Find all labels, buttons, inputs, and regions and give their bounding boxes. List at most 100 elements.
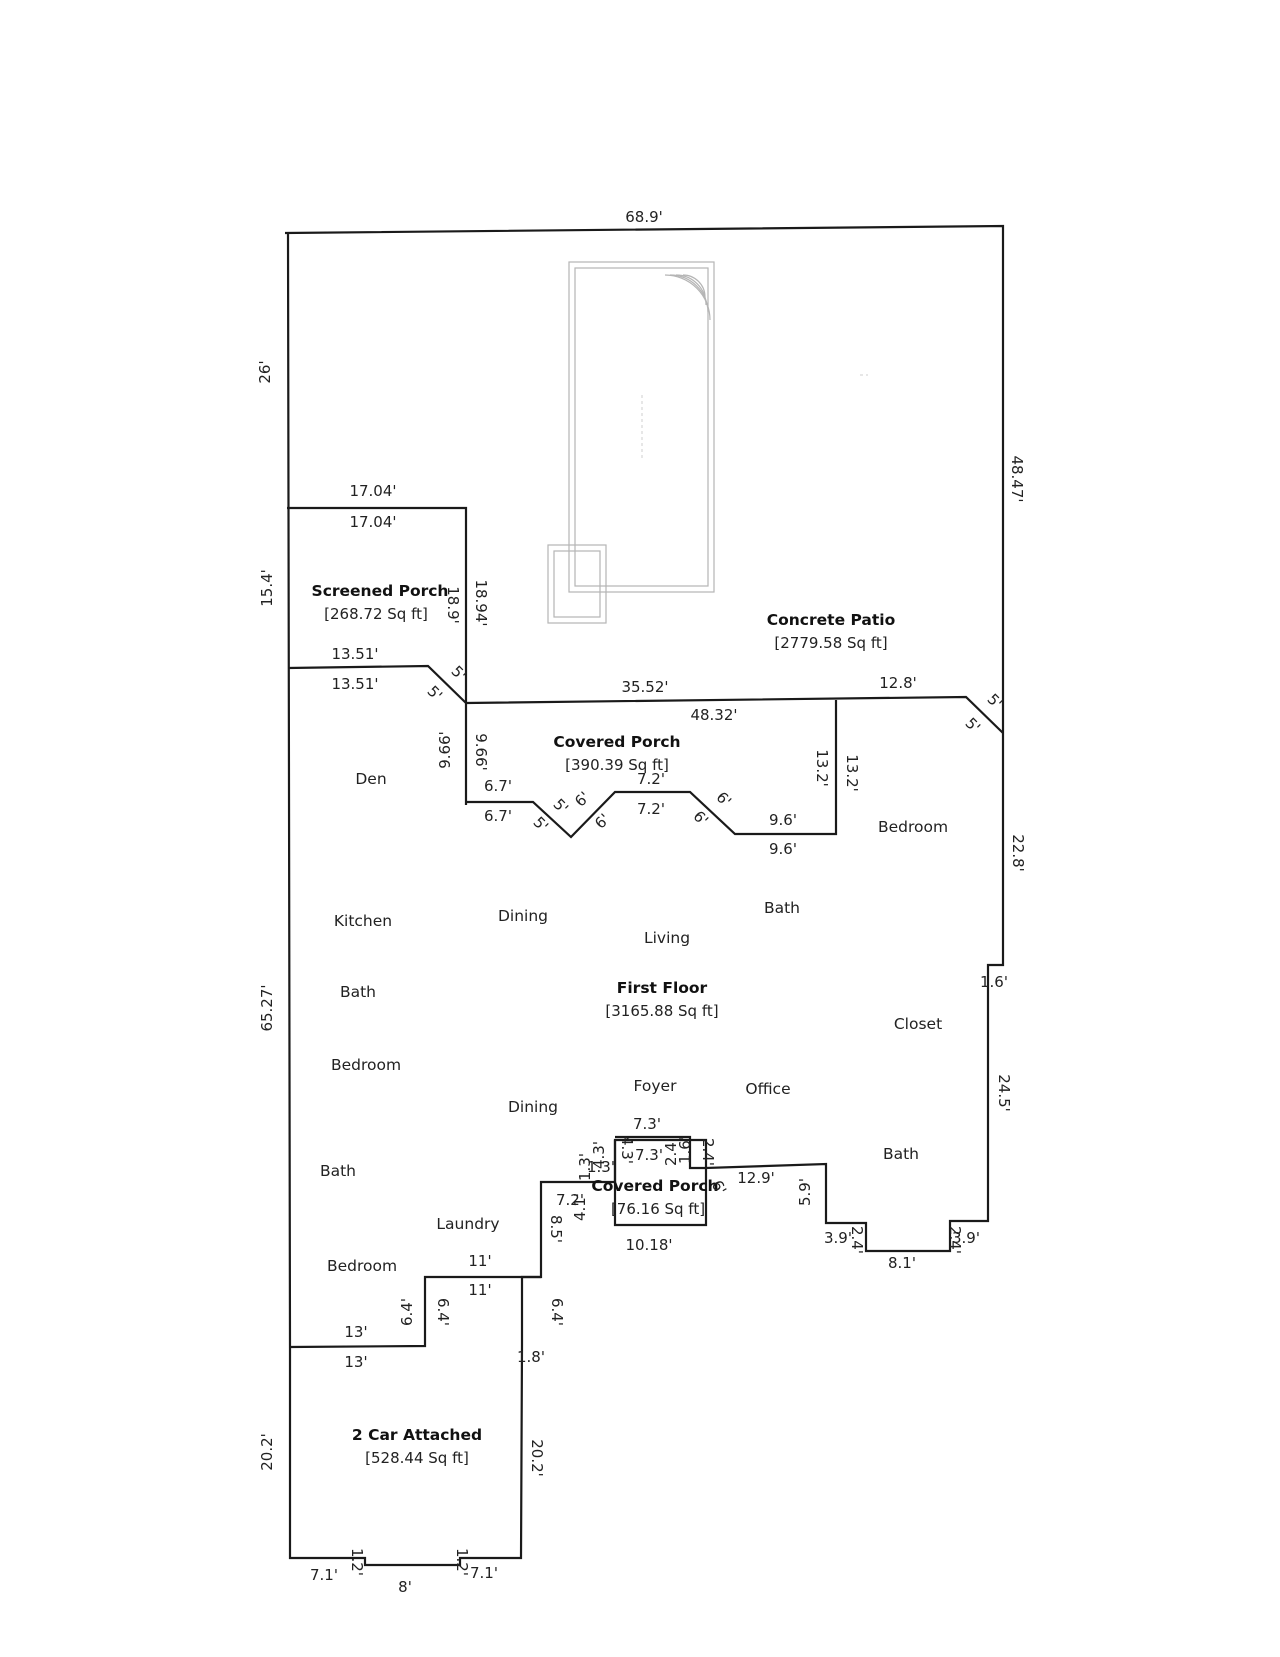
area-size-garage: [528.44 Sq ft]	[365, 1449, 469, 1467]
dim-bump-right-a: 2.4'	[946, 1226, 964, 1254]
dim-sp-top-in: 17.04'	[349, 513, 396, 531]
area-size-screened-porch: [268.72 Sq ft]	[324, 605, 428, 623]
dim-cp-step2-out: 9.6'	[769, 811, 797, 829]
dim-gar-bot-mid: 8'	[398, 1578, 412, 1596]
dim-left-patio: 26'	[256, 360, 274, 383]
dim-fp-right-c: 2.4'	[699, 1138, 717, 1166]
dim-bump-left-a: 3.9'	[824, 1229, 852, 1247]
dim-fp-small-a: 1.3'	[576, 1153, 594, 1181]
dim-fp-top-out: 7.3'	[633, 1115, 661, 1133]
dim-gar-bot-right: 7.1'	[470, 1564, 498, 1582]
dim-sp-diag-b: 5'	[424, 682, 446, 704]
room-office: Office	[745, 1080, 790, 1098]
dim-cp-left-in: 9.66'	[472, 733, 490, 771]
room-kitchen: Kitchen	[334, 912, 392, 930]
room-dining-1: Dining	[498, 907, 548, 925]
dim-front-seg: 12.9'	[737, 1169, 775, 1187]
room-den: Den	[355, 770, 386, 788]
area-size-first-floor: [3165.88 Sq ft]	[605, 1002, 718, 1020]
dim-cp-top: 48.32'	[690, 706, 737, 724]
dim-bed-step-in: 6.4'	[434, 1298, 452, 1326]
area-size-concrete-patio: [2779.58 Sq ft]	[774, 634, 887, 652]
dim-left-main: 65.27'	[258, 984, 276, 1031]
dim-gar-bot-right-jog: 1.2'	[453, 1548, 471, 1576]
dim-cp-left-out: 9.66'	[436, 731, 454, 769]
room-bath-4: Bath	[320, 1162, 356, 1180]
dim-gar-right: 20.2'	[528, 1439, 546, 1477]
dim-sp-bottom-in: 13.51'	[331, 675, 378, 693]
dim-cp-right-out: 13.2'	[813, 749, 831, 787]
room-foyer: Foyer	[634, 1077, 678, 1095]
dim-sp-right-out: 18.94'	[472, 579, 490, 626]
dim-laundry-drop: 8.5'	[547, 1215, 565, 1243]
room-bedroom-3: Bedroom	[327, 1257, 397, 1275]
pool-sketch	[547, 261, 868, 624]
front-covered-porch-outline	[613, 1135, 708, 1227]
dim-fp-small-b: 1.3'	[587, 1158, 615, 1176]
dim-fp-bottom: 10.18'	[625, 1236, 672, 1254]
dim-cp-step1-out: 6.7'	[484, 777, 512, 795]
dim-gar-bot-left: 7.1'	[310, 1566, 338, 1584]
dim-fp-left-drop: 4.1'	[571, 1193, 589, 1221]
dim-fp-left-a: 4.3'	[590, 1141, 608, 1169]
dim-fp-left-step: 7.2'	[556, 1191, 584, 1209]
dim-fp-right-b: 1.6'	[676, 1136, 694, 1164]
room-living: Living	[644, 929, 690, 947]
area-title-first-floor: First Floor	[617, 979, 708, 997]
room-bedroom-2: Bedroom	[331, 1056, 401, 1074]
dim-bump-right-b: 3.9'	[952, 1229, 980, 1247]
room-bath-1: Bath	[764, 899, 800, 917]
area-size-covered-porch-front: [76.16 Sq ft]	[611, 1200, 705, 1218]
dim-bed-bottom-out: 13'	[344, 1323, 367, 1341]
dim-right-lower: 24.5'	[995, 1074, 1013, 1112]
dim-cp-step2-in: 9.6'	[769, 840, 797, 858]
room-bath-3: Bath	[883, 1145, 919, 1163]
dim-fp-right-a: 2.4'	[662, 1138, 680, 1166]
screened-porch-outline	[287, 506, 468, 805]
area-title-concrete-patio: Concrete Patio	[767, 611, 896, 629]
dim-cp-diag1-a: 5'	[550, 795, 572, 817]
dim-bed-top-out: 11'	[468, 1252, 491, 1270]
dim-right-patio: 48.47'	[1008, 455, 1026, 502]
rear-covered-porch-outline	[466, 700, 838, 839]
dim-gar-bot-left-jog: 1.2'	[348, 1548, 366, 1576]
area-size-covered-porch-rear: [390.39 Sq ft]	[565, 756, 669, 774]
dim-cp-diag3-a: 6'	[713, 788, 735, 810]
area-title-covered-porch-rear: Covered Porch	[553, 733, 680, 751]
dim-right-top-seg: 12.8'	[879, 674, 917, 692]
dim-fp-top-in: 7.3'	[635, 1146, 663, 1164]
dim-sp-right-in: 18.9'	[444, 586, 462, 624]
area-title-covered-porch-front: Covered Porch	[591, 1177, 718, 1195]
dim-gar-left: 20.2'	[258, 1433, 276, 1471]
bedroom-garage-step	[289, 1275, 541, 1349]
area-title-garage: 2 Car Attached	[352, 1426, 482, 1444]
dim-bump-bottom: 8.1'	[888, 1254, 916, 1272]
dim-cp-right-in: 13.2'	[843, 754, 861, 792]
dim-bed-right: 6.4'	[548, 1298, 566, 1326]
dim-bed-top-in: 11'	[468, 1281, 491, 1299]
room-bath-2: Bath	[340, 983, 376, 1001]
dim-cp-step1-in: 6.7'	[484, 807, 512, 825]
screened-porch-bottom	[287, 664, 467, 704]
dim-cp-diag2-a: 6'	[571, 788, 593, 810]
dim-cp-mid-out: 7.2'	[637, 770, 665, 788]
dim-sp-top-out: 17.04'	[349, 482, 396, 500]
dim-top: 68.9'	[625, 208, 663, 226]
patio-dividing-line	[465, 695, 1004, 734]
dim-right-jog: 1.6'	[980, 973, 1008, 991]
room-bedroom-1: Bedroom	[878, 818, 948, 836]
room-laundry: Laundry	[436, 1215, 499, 1233]
dim-bump-left-b: 2.4'	[848, 1226, 866, 1254]
dim-bed-step-out: 6.4'	[398, 1298, 416, 1326]
area-title-screened-porch: Screened Porch	[312, 582, 449, 600]
room-closet: Closet	[894, 1015, 942, 1033]
dim-sp-bottom-out: 13.51'	[331, 645, 378, 663]
dim-cp-mid-in: 7.2'	[637, 800, 665, 818]
dim-right-diag-b: 5'	[962, 714, 984, 736]
dim-front-drop: 5.9'	[796, 1178, 814, 1206]
outer-outline	[284, 224, 1005, 1567]
dim-gar-jog: 1.8'	[517, 1348, 545, 1366]
dim-right-upper: 22.8'	[1009, 834, 1027, 872]
dim-bed-bottom-in: 13'	[344, 1353, 367, 1371]
